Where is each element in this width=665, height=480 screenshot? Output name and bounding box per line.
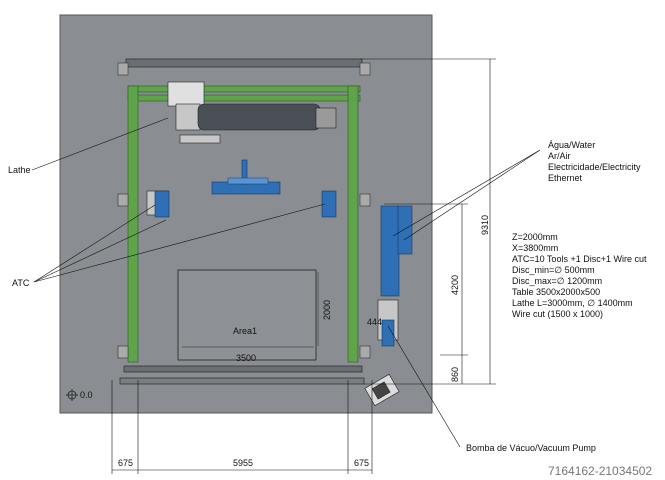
utility-item: Electricidade/Electricity: [548, 162, 641, 172]
width-left-dim: 675: [118, 458, 133, 468]
utility-item: Água/Water: [548, 140, 595, 150]
atc-label: ATC: [12, 278, 30, 288]
spec-list: Z=2000mm X=3800mm ATC=10 Tools +1 Disc+1…: [512, 232, 647, 319]
vacuum-label: Bomba de Vácuo/Vacuum Pump: [466, 443, 596, 453]
table-area: [177, 269, 319, 361]
wire-cut-unit: [377, 205, 413, 347]
vacuum-pump: [364, 373, 400, 407]
height-low-dim: 860: [450, 367, 460, 382]
spec-line: Disc_min=∅ 500mm: [512, 265, 595, 275]
spec-line: Table 3500x2000x500: [512, 287, 600, 297]
height-mid-dim: 4200: [450, 275, 460, 295]
gantry-frame: [117, 58, 371, 385]
spindle-unit: [211, 159, 281, 195]
table-width-dim: 3500: [236, 353, 256, 363]
origin-icon: [66, 389, 78, 401]
spec-line: Z=2000mm: [512, 232, 558, 242]
watermark-id: 7164162-21034502: [548, 464, 652, 478]
vertical-dimensions: [360, 58, 496, 385]
height-total-dim: 9310: [480, 215, 490, 235]
horizontal-dimensions: [111, 380, 373, 474]
utility-item: Ethernet: [548, 173, 583, 183]
spec-line: Wire cut (1500 x 1000): [512, 309, 603, 319]
lathe-unit: [167, 81, 337, 144]
width-right-dim: 675: [354, 458, 369, 468]
spec-line: X=3800mm: [512, 243, 558, 253]
side-dim: 444: [367, 317, 382, 327]
utility-item: Ar/Air: [548, 151, 571, 161]
table-height-dim: 2000: [322, 300, 332, 320]
spec-line: Lathe L=3000mm, ∅ 1400mm: [512, 298, 633, 308]
area-label: Area1: [233, 326, 257, 336]
width-mid-dim: 5955: [233, 458, 253, 468]
atc-magazines: [146, 190, 337, 218]
leader-lines: [31, 117, 541, 448]
spec-line: ATC=10 Tools +1 Disc+1 Wire cut: [512, 254, 647, 264]
lathe-label: Lathe: [8, 165, 31, 175]
utilities-list: Água/Water Ar/Air Electricidade/Electric…: [548, 140, 641, 183]
origin-label: 0.0: [80, 390, 93, 400]
spec-line: Disc_max=∅ 1200mm: [512, 276, 602, 286]
